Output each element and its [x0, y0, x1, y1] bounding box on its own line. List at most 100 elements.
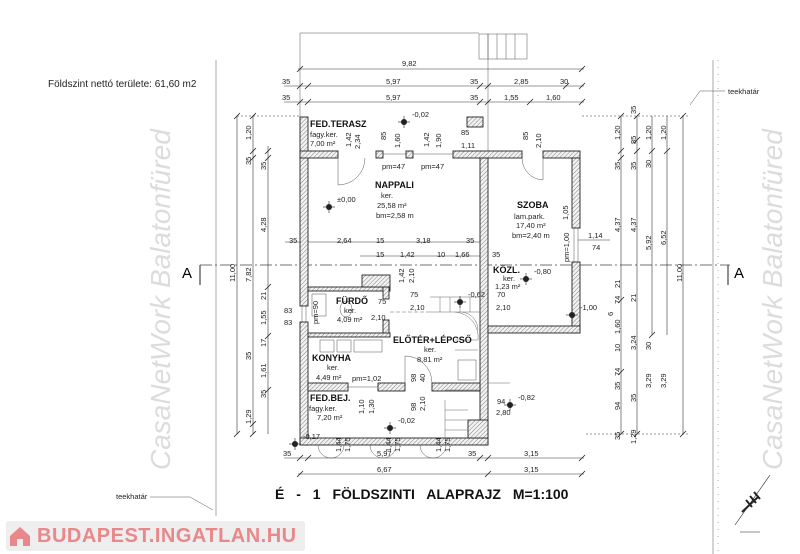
dimension-label: 35	[282, 93, 290, 102]
site-logo[interactable]: BUDAPEST.INGATLAN.HU	[6, 521, 305, 551]
window-label: pm=1,00	[562, 233, 571, 262]
drawing-title: É - 1 FÖLDSZINTI ALAPRAJZ M=1:100	[275, 486, 569, 502]
dimension-label: 1,44	[334, 437, 343, 452]
dimension-label: 35	[259, 162, 268, 170]
dimension-label: 1,42	[422, 132, 431, 147]
net-floor-area-note: Földszint nettó területe: 61,60 m2	[48, 79, 197, 90]
room-floor-type: ker.	[424, 345, 436, 354]
walls	[299, 116, 581, 446]
dimension-label: 4,28	[259, 217, 268, 232]
room-floor-type: ker.	[344, 306, 356, 315]
dimension-label: 1,20	[659, 125, 668, 140]
dimension-label: 1,75	[343, 437, 352, 452]
dimension-label: 35	[492, 250, 500, 259]
room-height: bm=2,58 m	[376, 211, 414, 220]
dimension-label: 17	[259, 339, 268, 347]
logo-text: BUDAPEST.INGATLAN.HU	[37, 524, 297, 547]
room-height: bm=2,40 m	[512, 231, 550, 240]
room-area: 25,58 m²	[377, 201, 407, 210]
dimension-label: 3,18	[416, 236, 431, 245]
level-marker-icon	[323, 201, 335, 213]
dimension-label: 75	[378, 297, 386, 306]
dimension-label: 35	[466, 236, 474, 245]
level-value: -0,82	[518, 393, 535, 402]
dimension-label: 85	[461, 128, 469, 137]
dimension-label: 35	[629, 162, 638, 170]
level-marker-icon	[504, 399, 516, 411]
dimension-label: 2,64	[337, 236, 352, 245]
room-floor-type: fagy.ker.	[309, 404, 337, 413]
dimension-label: 11,00	[675, 264, 684, 282]
dimension-label: 30	[560, 77, 568, 86]
dimension-label: 1,42	[397, 268, 406, 283]
dimension-label: 35	[629, 106, 638, 114]
room-floor-type: ker.	[381, 191, 393, 200]
dimension-label: 94	[613, 402, 622, 410]
dimension-label: 7,82	[244, 267, 253, 282]
room-floor-type: ker.	[327, 363, 339, 372]
dimension-label: 21	[259, 292, 268, 300]
level-value: ±0,00	[337, 195, 356, 204]
dimension-label: 4,37	[613, 217, 622, 232]
dimension-label: 1,10	[357, 399, 366, 414]
room-name: NAPPALI	[375, 180, 414, 190]
room-area: 8,81 m²	[417, 355, 443, 364]
level-value: -0,02	[412, 110, 429, 119]
room-floor-type: lam.park.	[514, 212, 545, 221]
dimension-label: 1,75	[443, 437, 452, 452]
dimension-label: 30	[644, 342, 653, 350]
dimension-ticks	[233, 65, 687, 478]
dimension-label: 85	[379, 132, 388, 140]
level-marker-icon	[454, 296, 466, 308]
window-label: pm=47	[382, 162, 405, 171]
watermarks: CasaNetWork Balatonfüred CasaNetWork Bal…	[145, 128, 788, 470]
dimension-label: 74	[592, 243, 600, 252]
plot-boundary-label: teekhatár	[728, 87, 760, 96]
dimension-label: 15	[376, 250, 384, 259]
dimension-label: 2,80	[496, 408, 511, 417]
dimension-label: 83	[284, 306, 292, 315]
dimension-label: 2,10	[371, 313, 386, 322]
dimension-label: 35	[613, 162, 622, 170]
dimension-label: 6,67	[377, 465, 392, 474]
watermark: CasaNetWork Balatonfüred	[757, 128, 788, 470]
dimension-label: 1,20	[244, 125, 253, 140]
dimension-label: 1,44	[434, 437, 443, 452]
window-label: pm=90	[311, 301, 320, 324]
dimension-label: 2,10	[418, 396, 427, 411]
dimension-label: 4,37	[629, 217, 638, 232]
dimension-label: 1,60	[613, 319, 622, 334]
dimension-label: 2,10	[534, 133, 543, 148]
room-name: FÜRDŐ	[336, 295, 368, 306]
room-area: 7,20 m²	[317, 413, 343, 422]
dimension-label: 9,82	[402, 59, 417, 68]
dimension-label: 74	[613, 368, 622, 376]
dimension-label: 74	[613, 296, 622, 304]
room-name: SZOBA	[517, 200, 549, 210]
dimension-label: 35	[259, 390, 268, 398]
plot-boundaries: teekhatár teekhatár	[116, 60, 760, 554]
dimension-label: 94	[497, 397, 505, 406]
dimension-label: 1,60	[546, 93, 561, 102]
room-area: 7,00 m²	[310, 139, 336, 148]
dimension-label: 35	[244, 352, 253, 360]
room-area: 4,49 m²	[316, 373, 342, 382]
dimension-label: 1,30	[367, 399, 376, 414]
dimension-label: 21	[613, 280, 622, 288]
dimension-label: 15	[376, 236, 384, 245]
dimension-label: 85	[629, 136, 638, 144]
dimension-label: 3,29	[644, 373, 653, 388]
dimension-label: 10	[613, 344, 622, 352]
dimension-label: 1,60	[393, 133, 402, 148]
dimension-label: 1,29	[244, 409, 253, 424]
window-label: pm=47	[421, 162, 444, 171]
dimension-label: 70	[497, 290, 505, 299]
level-marker-icon	[520, 273, 532, 285]
dimension-label: 21	[629, 294, 638, 302]
dimension-label: 5,92	[644, 235, 653, 250]
dimension-label: 1,42	[344, 132, 353, 147]
room-name: KONYHA	[312, 353, 352, 363]
room-name: ELŐTÉR+LÉPCSŐ	[393, 334, 472, 345]
dimension-label: 6	[606, 312, 615, 316]
